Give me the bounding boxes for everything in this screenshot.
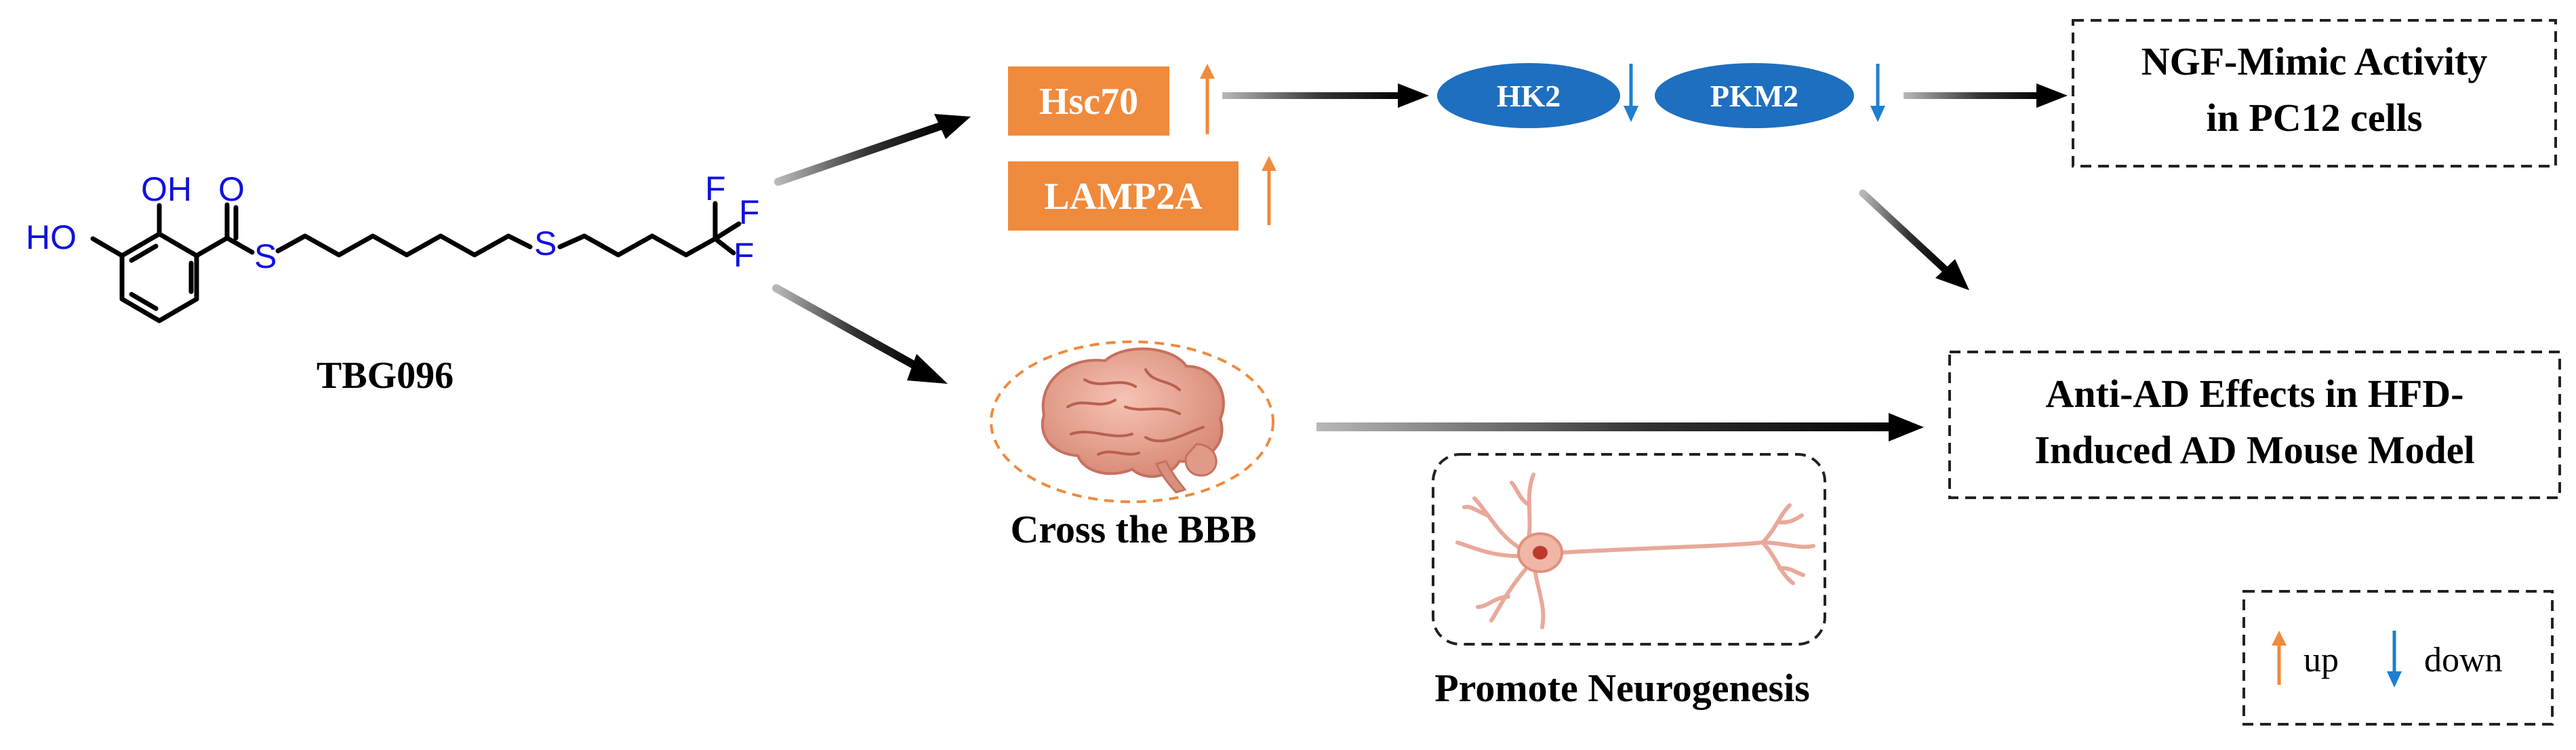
ngf-line1: NGF-Mimic Activity: [2141, 39, 2488, 83]
hsc70-label: Hsc70: [1039, 81, 1138, 123]
arrow-pkm2-to-ngf: [1904, 83, 2068, 108]
bbb-brain-group: Cross the BBB: [990, 340, 1274, 551]
lamp2a-up-arrow: [1262, 156, 1276, 225]
pkm2-node: PKM2: [1655, 63, 1854, 128]
bbb-label: Cross the BBB: [1010, 507, 1256, 551]
hk2-node: HK2: [1437, 63, 1620, 128]
ngf-line2: in PC12 cells: [2207, 96, 2423, 140]
hk2-label: HK2: [1497, 79, 1561, 113]
atom-fluorine-2: F: [739, 193, 760, 231]
bbb-dashed-circle: [990, 340, 1274, 503]
legend-box: [2242, 590, 2554, 726]
anti-ad-box: Anti-AD Effects in HFD- Induced AD Mouse…: [1948, 351, 2561, 499]
anti-ad-line2: Induced AD Mouse Model: [2034, 428, 2474, 472]
atom-fluorine-3: F: [733, 236, 754, 274]
hsc70-up-arrow: [1200, 64, 1215, 134]
arrow-pkm2-to-antiad: [1859, 189, 1969, 290]
neurogenesis-label: Promote Neurogenesis: [1434, 666, 1810, 710]
neuron-icon: [1455, 473, 1815, 629]
benzene-ring: [119, 231, 199, 323]
legend-down-arrow-icon: [2387, 631, 2402, 688]
atom-thioether-s: S: [534, 224, 557, 262]
molecule-tbg096: [90, 201, 742, 323]
neuron-dashed-box: [1432, 453, 1826, 646]
atom-fluorine-1: F: [705, 170, 726, 208]
arrow-to-bbb: [772, 284, 948, 384]
arrow-bbb-to-antiad: [1316, 413, 1924, 441]
legend-down-label: down: [2424, 641, 2503, 679]
legend-up-label: up: [2303, 641, 2339, 679]
pkm2-down-arrow: [1870, 64, 1885, 122]
brain-icon: [1041, 347, 1225, 494]
molecule-name: TBG096: [317, 355, 454, 397]
atom-carbonyl-o: O: [218, 170, 245, 208]
atom-thioester-s: S: [254, 237, 277, 275]
hsc70-box: Hsc70: [1008, 66, 1169, 136]
hk2-down-arrow: [1624, 64, 1638, 122]
atom-ho-left: HO: [26, 218, 77, 256]
arrow-hsc70-to-hk2: [1222, 83, 1429, 108]
arrow-to-hsc70: [774, 114, 971, 186]
ngf-activity-box: NGF-Mimic Activity in PC12 cells: [2072, 19, 2557, 167]
lamp2a-label: LAMP2A: [1044, 176, 1203, 218]
anti-ad-line1: Anti-AD Effects in HFD-: [2046, 372, 2464, 416]
lamp2a-box: LAMP2A: [1008, 161, 1239, 231]
atom-oh-top: OH: [141, 170, 192, 208]
legend-up-arrow-icon: [2272, 631, 2287, 685]
pkm2-label: PKM2: [1710, 79, 1798, 113]
neurogenesis-group: Promote Neurogenesis: [1432, 453, 1826, 710]
legend: up down: [2242, 590, 2554, 726]
